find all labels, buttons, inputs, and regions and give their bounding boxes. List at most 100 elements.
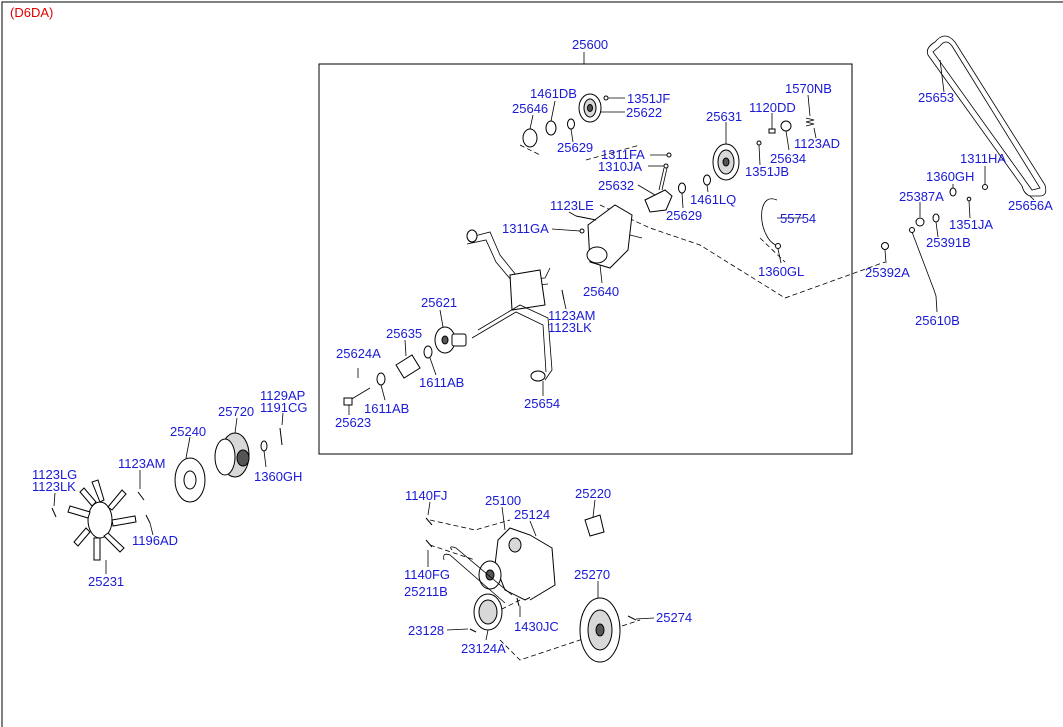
label-25270[interactable]: 25270	[574, 567, 610, 582]
label-25629-b[interactable]: 25629	[666, 208, 702, 223]
pulley-25631[interactable]	[712, 143, 740, 181]
label-1351JB[interactable]: 1351JB	[745, 164, 789, 179]
nut-1351JA[interactable]	[966, 196, 972, 202]
label-25624A[interactable]: 25624A	[336, 346, 381, 361]
label-1140FG[interactable]: 1140FG	[404, 567, 450, 582]
ring-1461LQ[interactable]	[703, 174, 711, 186]
nut-1351JB[interactable]	[756, 140, 762, 146]
label-25622[interactable]: 25622	[626, 105, 662, 120]
label-1430JC[interactable]: 1430JC	[514, 619, 559, 634]
bracket-25640[interactable]	[586, 204, 643, 269]
bearing-1611AB-b[interactable]	[376, 372, 386, 386]
belt-25653[interactable]	[926, 35, 1047, 197]
label-25211B[interactable]: 25211B	[404, 584, 448, 599]
label-25240[interactable]: 25240	[170, 424, 206, 439]
label-1351JF[interactable]: 1351JF	[627, 91, 670, 106]
label-1311GA[interactable]: 1311GA	[502, 221, 549, 236]
label-23128[interactable]: 23128	[408, 623, 444, 638]
label-25720[interactable]: 25720	[218, 404, 254, 419]
label-25274[interactable]: 25274	[656, 610, 692, 625]
label-1123AM-a[interactable]: 1123AM	[548, 308, 595, 323]
ring-1461DB[interactable]	[545, 120, 557, 136]
fan-clutch-25720[interactable]	[214, 432, 250, 478]
bolt-25623[interactable]	[343, 387, 371, 406]
label-25621[interactable]: 25621	[421, 295, 457, 310]
bolt-1120DD[interactable]	[768, 128, 776, 134]
label-1310JA[interactable]: 1310JA	[598, 159, 642, 174]
label-1123AM-b[interactable]: 1123AM	[118, 456, 165, 471]
washer-25392A[interactable]	[881, 242, 889, 250]
pulley-25621[interactable]	[434, 326, 467, 354]
label-1461LQ[interactable]: 1461LQ	[690, 192, 736, 207]
bush-25629-a[interactable]	[567, 118, 575, 130]
pulley-25622[interactable]	[578, 93, 602, 123]
washer-25634[interactable]	[780, 120, 792, 132]
label-25600[interactable]: 25600	[572, 37, 608, 52]
label-1196AD[interactable]: 1196AD	[132, 533, 178, 548]
bush-25629-b[interactable]	[678, 182, 686, 194]
label-1123AD[interactable]: 1123AD	[794, 136, 840, 151]
label-55754[interactable]: 55754	[780, 211, 816, 226]
clamp-1360GH-bot[interactable]	[260, 440, 268, 452]
pulley-23124A[interactable]	[473, 593, 503, 631]
bearing-1611AB-a[interactable]	[423, 345, 433, 359]
label-25629-a[interactable]: 25629	[557, 140, 593, 155]
label-1570NB[interactable]: 1570NB	[785, 81, 832, 96]
label-25632[interactable]: 25632	[598, 178, 634, 193]
label-25646[interactable]: 25646	[512, 101, 548, 116]
label-1611AB-b[interactable]: 1611AB	[364, 401, 409, 416]
bracket-25220[interactable]	[584, 514, 605, 537]
bush-25391B[interactable]	[932, 213, 940, 223]
label-25623[interactable]: 25623	[335, 415, 371, 430]
label-25653[interactable]: 25653	[918, 90, 954, 105]
label-25640[interactable]: 25640	[583, 284, 619, 299]
clamp-1360GH-top[interactable]	[949, 187, 957, 197]
label-25610B[interactable]: 25610B	[915, 313, 960, 328]
label-25392A[interactable]: 25392A	[865, 265, 910, 280]
label-1360GL[interactable]: 1360GL	[758, 264, 804, 279]
label-25631[interactable]: 25631	[706, 109, 742, 124]
label-23124A[interactable]: 23124A	[461, 641, 506, 656]
label-1123LE[interactable]: 1123LE	[550, 198, 594, 213]
hose-55754[interactable]	[761, 198, 779, 247]
label-1311HA[interactable]: 1311HA	[960, 151, 1006, 166]
label-1123LK-b[interactable]: 1123LK	[32, 479, 76, 494]
spacer-25240[interactable]	[174, 457, 206, 503]
label-25656A[interactable]: 25656A	[1008, 198, 1053, 213]
label-25635[interactable]: 25635	[386, 326, 422, 341]
damper-pulley-25270[interactable]	[579, 597, 621, 663]
label-1191CG[interactable]: 1191CG	[260, 400, 307, 415]
label-25100[interactable]: 25100	[485, 493, 521, 508]
label-1351JA[interactable]: 1351JA	[949, 217, 993, 232]
fan-25231[interactable]	[67, 479, 137, 561]
nut-1311HA[interactable]	[982, 184, 988, 190]
label-1129AP[interactable]: 1129AP	[260, 388, 305, 403]
label-25387A[interactable]: 25387A	[899, 189, 944, 204]
clip-1570NB[interactable]	[805, 117, 815, 127]
label-25391B[interactable]: 25391B	[926, 235, 971, 250]
label-1611AB-a[interactable]: 1611AB	[419, 375, 464, 390]
idler-arm-25632[interactable]	[644, 167, 673, 213]
damper-25610B[interactable]	[909, 227, 937, 297]
washer-25387A[interactable]	[915, 217, 925, 227]
nut-1351JF[interactable]	[603, 95, 609, 101]
seal-25646[interactable]	[522, 128, 538, 148]
clamp-1360GL[interactable]	[775, 243, 781, 249]
spacer-25635[interactable]	[395, 354, 421, 379]
label-1123LK-a[interactable]: 1123LK	[548, 320, 592, 335]
label-1140FJ[interactable]: 1140FJ	[405, 488, 447, 503]
label-25220[interactable]: 25220	[575, 486, 611, 501]
bolt-1311GA[interactable]	[579, 228, 585, 234]
label-1123LG[interactable]: 1123LG	[32, 467, 77, 482]
label-1461DB[interactable]: 1461DB	[530, 86, 577, 101]
bracket-frame-25654[interactable]	[466, 229, 553, 382]
label-25124[interactable]: 25124	[514, 507, 550, 522]
label-1360GH-bot[interactable]: 1360GH	[254, 469, 302, 484]
bolt-1311FA[interactable]	[666, 152, 672, 158]
label-1120DD[interactable]: 1120DD	[749, 100, 796, 115]
label-1311FA[interactable]: 1311FA	[601, 147, 645, 162]
label-25231[interactable]: 25231	[88, 574, 124, 589]
label-25634[interactable]: 25634	[770, 151, 806, 166]
pin-1310JA[interactable]	[663, 163, 669, 169]
label-1360GH-top[interactable]: 1360GH	[926, 169, 974, 184]
